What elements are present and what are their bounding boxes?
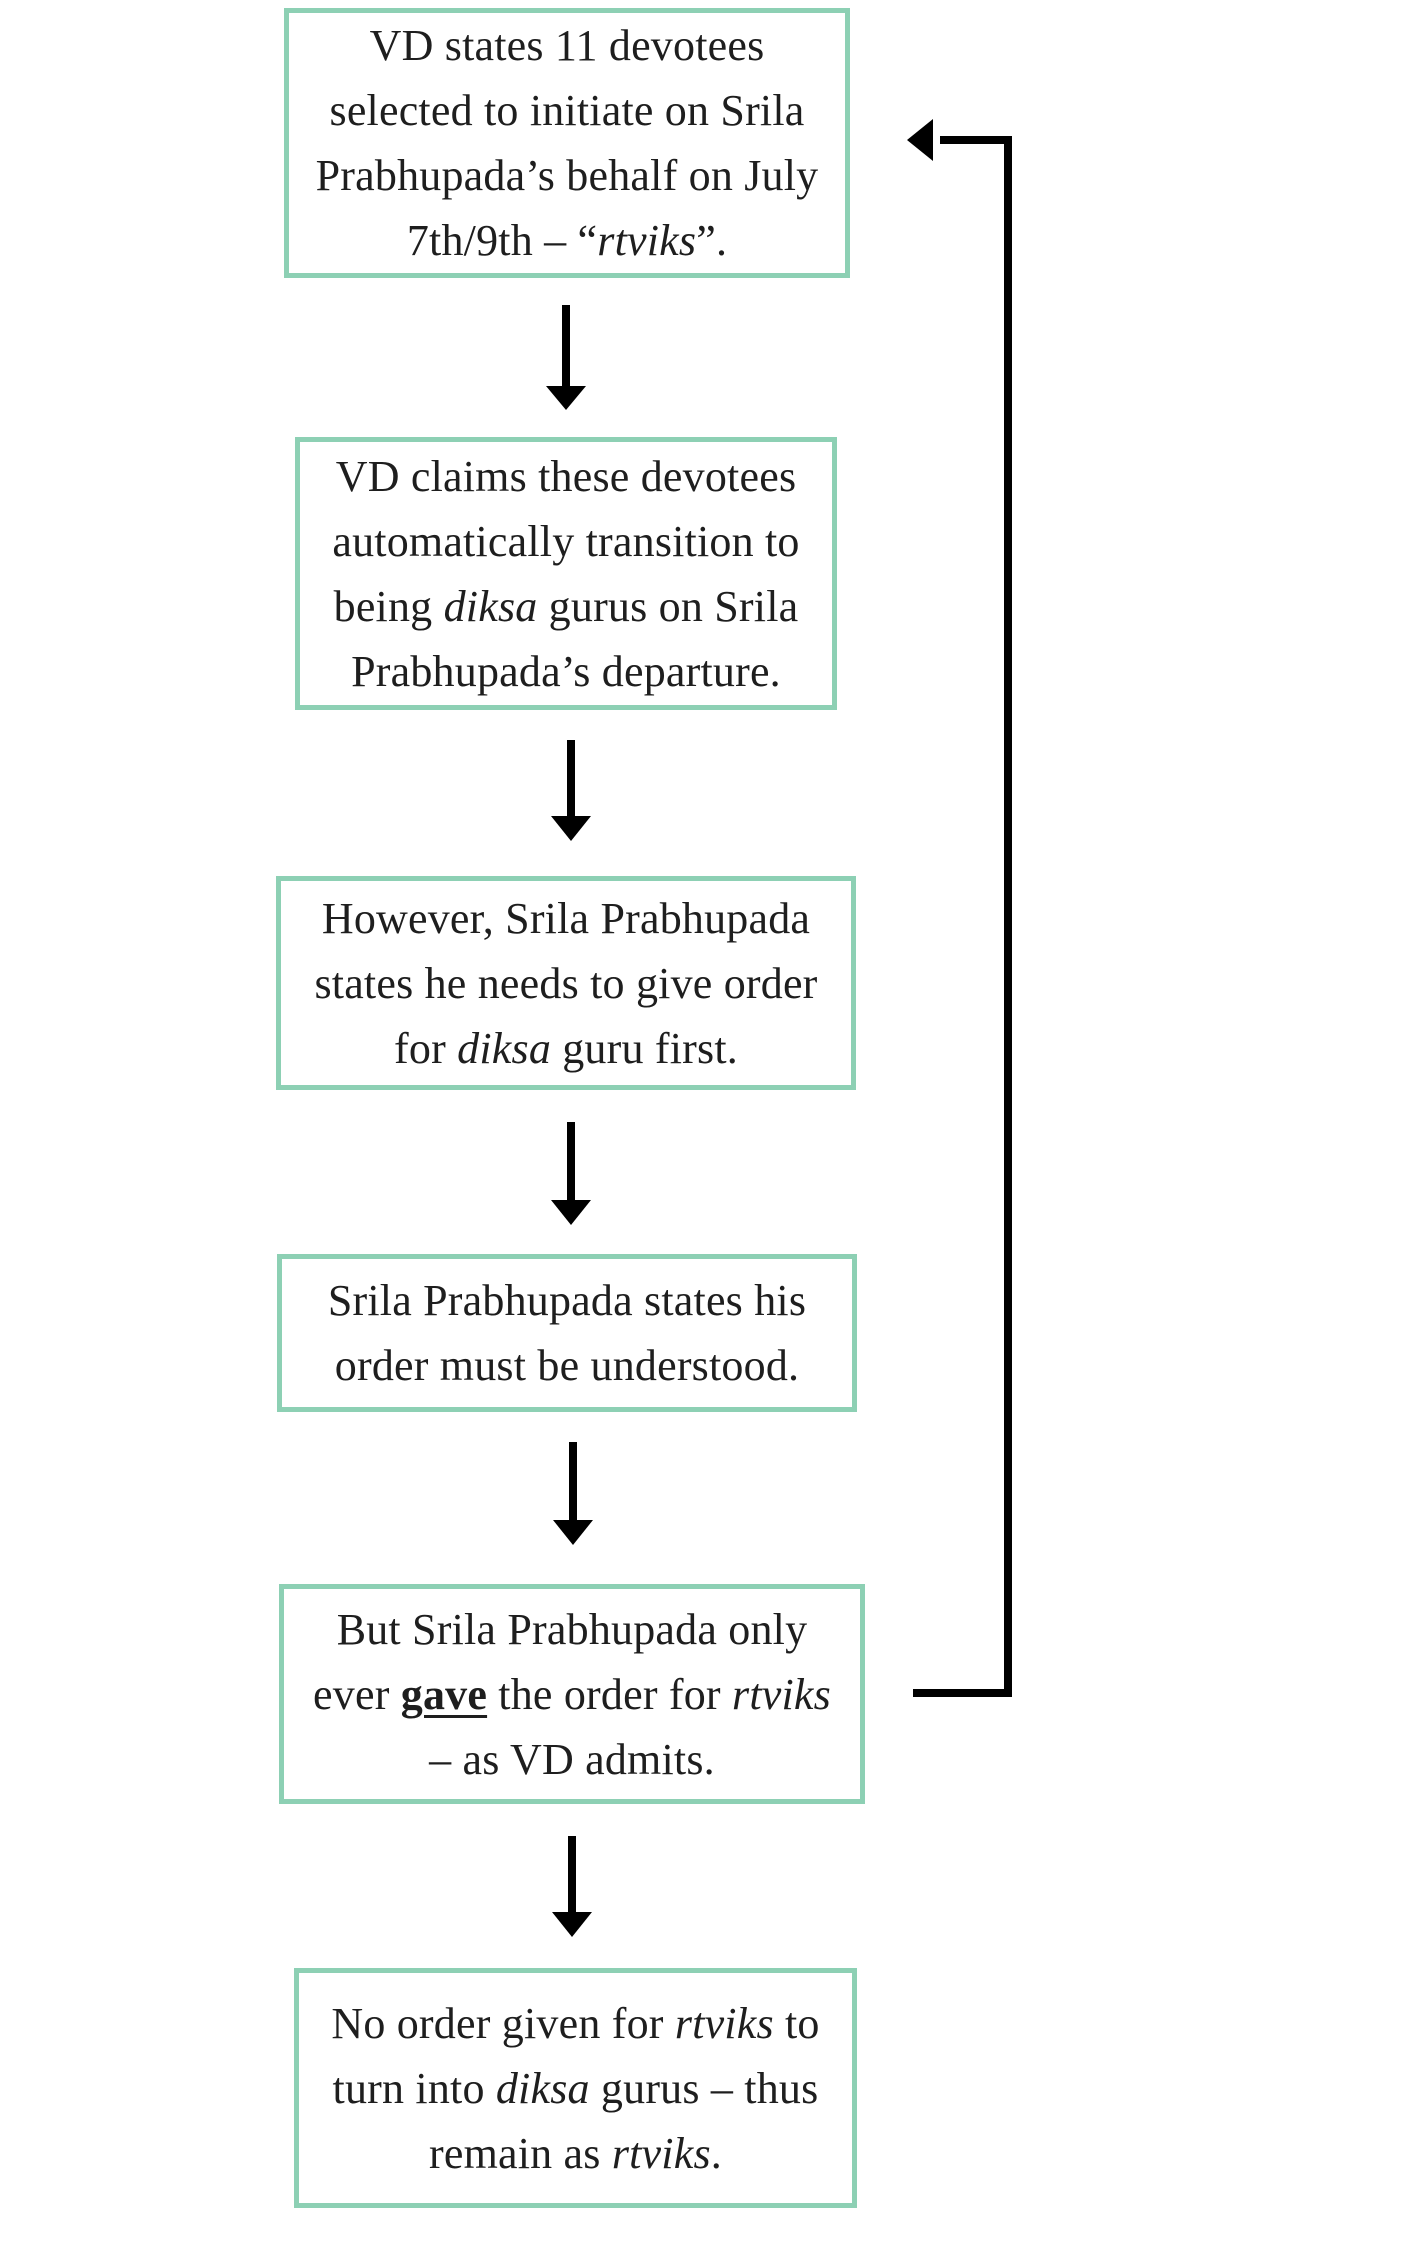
text-segment: diksa — [443, 581, 538, 631]
text-segment: for — [394, 1023, 458, 1073]
flow-box-2-line-3: being diksa gurus on Srila — [334, 574, 799, 639]
text-segment: rtviks — [597, 216, 697, 265]
loop-back-arrow — [907, 119, 1012, 1697]
flow-box-3-line-3: for diksa guru first. — [394, 1016, 738, 1081]
flow-box-1-line-3: Prabhupada’s behalf on July — [316, 143, 819, 208]
text-segment: guru first. — [551, 1023, 738, 1073]
flow-box-2: VD claims these devotees automatically tr… — [295, 437, 837, 710]
text-segment: automatically transition to — [332, 516, 800, 566]
text-segment: VD states 11 devotees — [369, 21, 765, 70]
text-segment: But Srila Prabhupada only — [336, 1604, 808, 1654]
text-segment: to — [773, 1998, 820, 2048]
text-segment: ”. — [696, 216, 728, 265]
flow-box-3: However, Srila Prabhupada states he needs… — [276, 876, 856, 1090]
text-segment: diksa — [457, 1023, 552, 1073]
flow-box-3-line-2: states he needs to give order — [314, 951, 817, 1016]
flow-box-6-line-2: turn into diksa gurus – thus — [333, 2056, 819, 2121]
flow-box-4-line-2: order must be understood. — [335, 1333, 799, 1398]
text-segment: being — [333, 581, 444, 631]
flow-box-3-line-1: However, Srila Prabhupada — [322, 886, 810, 951]
text-segment: No order given for — [331, 1998, 675, 2048]
flow-box-2-line-2: automatically transition to — [332, 509, 799, 574]
flow-box-6-line-1: No order given for rtviks to — [331, 1991, 819, 2056]
flow-box-5-line-2: ever gave the order for rtviks — [313, 1662, 831, 1727]
text-segment: gurus – thus — [589, 2063, 819, 2113]
flow-box-1-line-4: 7th/9th – “rtviks”. — [407, 208, 727, 273]
flow-box-5: But Srila Prabhupada only ever gave the o… — [279, 1584, 865, 1804]
flow-box-1-line-1: VD states 11 devotees — [370, 13, 765, 78]
down-arrow-2-to-3 — [551, 740, 591, 841]
flow-box-4: Srila Prabhupada states his order must be… — [277, 1254, 857, 1412]
text-segment: turn into — [332, 2063, 496, 2113]
flow-box-2-line-1: VD claims these devotees — [336, 444, 797, 509]
flow-box-5-line-1: But Srila Prabhupada only — [337, 1597, 808, 1662]
flow-box-6-line-3: remain as rtviks. — [429, 2121, 722, 2186]
text-segment: Prabhupada’s behalf on July — [315, 151, 819, 200]
flow-box-5-line-3: – as VD admits. — [429, 1727, 715, 1792]
text-segment: selected to initiate on Srila — [329, 86, 805, 135]
flow-box-1: VD states 11 devotees selected to initiat… — [284, 8, 850, 278]
text-segment: rtviks — [732, 1669, 831, 1719]
text-segment: diksa — [495, 2063, 590, 2113]
text-segment: gurus on Srila — [537, 581, 799, 631]
down-arrow-3-to-4 — [551, 1122, 591, 1225]
text-segment: remain as — [429, 2128, 612, 2178]
text-segment: rtviks — [674, 1998, 774, 2048]
text-segment: VD claims these devotees — [335, 451, 797, 501]
down-arrow-5-to-6 — [552, 1836, 592, 1937]
down-arrow-4-to-5 — [553, 1442, 593, 1545]
text-segment: Srila Prabhupada states his — [327, 1276, 807, 1325]
text-segment: states he needs to give order — [314, 958, 818, 1008]
text-segment: – as VD admits. — [429, 1734, 715, 1784]
text-segment: Prabhupada’s departure. — [351, 646, 781, 696]
down-arrow-1-to-2 — [546, 305, 586, 410]
flow-box-1-line-2: selected to initiate on Srila — [330, 78, 805, 143]
text-segment: gave — [400, 1669, 488, 1719]
text-segment: 7th/9th – “ — [406, 216, 598, 265]
text-segment: ever — [313, 1669, 401, 1719]
text-segment: . — [710, 2128, 722, 2178]
text-segment: order must be understood. — [334, 1341, 800, 1390]
text-segment: the order for — [487, 1669, 732, 1719]
text-segment: rtviks — [611, 2128, 711, 2178]
text-segment: However, Srila Prabhupada — [321, 893, 811, 943]
flow-box-4-line-1: Srila Prabhupada states his — [328, 1268, 806, 1333]
flow-box-2-line-4: Prabhupada’s departure. — [351, 639, 781, 704]
